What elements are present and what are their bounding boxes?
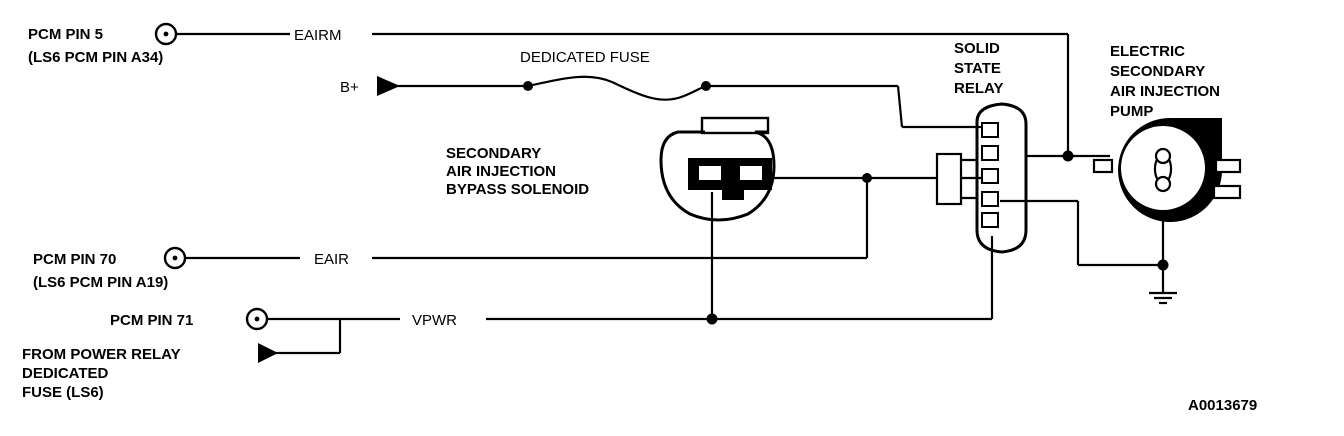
- bypass-solenoid-connector-icon: [659, 116, 776, 222]
- power-relay-arrow-icon: [258, 343, 278, 363]
- eair-label: EAIR: [314, 251, 349, 268]
- svg-text:PUMP: PUMP: [1110, 103, 1153, 120]
- pcm-pin-71-label: PCM PIN 71: [110, 312, 193, 329]
- junction-dot: [706, 313, 718, 325]
- svg-text:PCM PIN 5: PCM PIN 5: [28, 26, 103, 43]
- junction-dot: [523, 81, 533, 91]
- svg-text:(LS6 PCM PIN A19): (LS6 PCM PIN A19): [33, 274, 168, 291]
- solid-state-relay-label: SOLID STATE RELAY: [954, 40, 1003, 97]
- vpwr-wire: [268, 192, 994, 321]
- pump-label: ELECTRIC SECONDARY AIR INJECTION PUMP: [1110, 43, 1220, 120]
- svg-text:RELAY: RELAY: [954, 80, 1003, 97]
- svg-text:AIR INJECTION: AIR INJECTION: [1110, 83, 1220, 100]
- svg-text:(LS6 PCM PIN A34): (LS6 PCM PIN A34): [28, 49, 163, 66]
- power-relay-wire: [275, 319, 342, 355]
- svg-text:FUSE (LS6): FUSE (LS6): [22, 384, 104, 401]
- dedicated-fuse-label: DEDICATED FUSE: [520, 49, 650, 66]
- pcm-pin-71-terminal-icon: [245, 307, 269, 331]
- vpwr-label: VPWR: [412, 312, 457, 329]
- b-plus-wire: [398, 75, 984, 129]
- junction-dot: [1157, 259, 1169, 271]
- junction-dot: [862, 173, 872, 183]
- solid-state-relay-icon: [935, 102, 1028, 254]
- b-plus-label: B+: [340, 79, 359, 96]
- pcm-pin-5-terminal-icon: [154, 22, 178, 46]
- power-relay-label: FROM POWER RELAY DEDICATED FUSE (LS6): [22, 346, 181, 401]
- svg-text:DEDICATED: DEDICATED: [22, 365, 109, 382]
- svg-text:STATE: STATE: [954, 60, 1001, 77]
- svg-text:SECONDARY: SECONDARY: [446, 145, 541, 162]
- svg-text:SECONDARY: SECONDARY: [1110, 63, 1205, 80]
- bypass-solenoid-label: SECONDARY AIR INJECTION BYPASS SOLENOID: [446, 145, 589, 198]
- eair-wire: [186, 178, 869, 260]
- pcm-pin-70-label: PCM PIN 70 (LS6 PCM PIN A19): [33, 251, 168, 291]
- pcm-pin-70-terminal-icon: [163, 246, 187, 270]
- svg-text:FROM POWER RELAY: FROM POWER RELAY: [22, 346, 181, 363]
- relay-ground-wire: [1000, 199, 1165, 293]
- figure-id: A0013679: [1188, 397, 1257, 414]
- svg-text:PCM PIN 70: PCM PIN 70: [33, 251, 116, 268]
- junction-dot: [1062, 150, 1074, 162]
- b-plus-arrow-icon: [377, 76, 400, 96]
- ground-icon: [1149, 291, 1177, 305]
- svg-text:ELECTRIC: ELECTRIC: [1110, 43, 1185, 60]
- pcm-pin-5-label: PCM PIN 5 (LS6 PCM PIN A34): [28, 26, 163, 66]
- svg-text:BYPASS SOLENOID: BYPASS SOLENOID: [446, 181, 589, 198]
- junction-dot: [701, 81, 711, 91]
- eairm-label: EAIRM: [294, 27, 342, 44]
- svg-text:SOLID: SOLID: [954, 40, 1000, 57]
- eairm-wire: [177, 32, 1070, 156]
- air-injection-pump-icon: [1092, 118, 1242, 222]
- svg-text:AIR INJECTION: AIR INJECTION: [446, 163, 556, 180]
